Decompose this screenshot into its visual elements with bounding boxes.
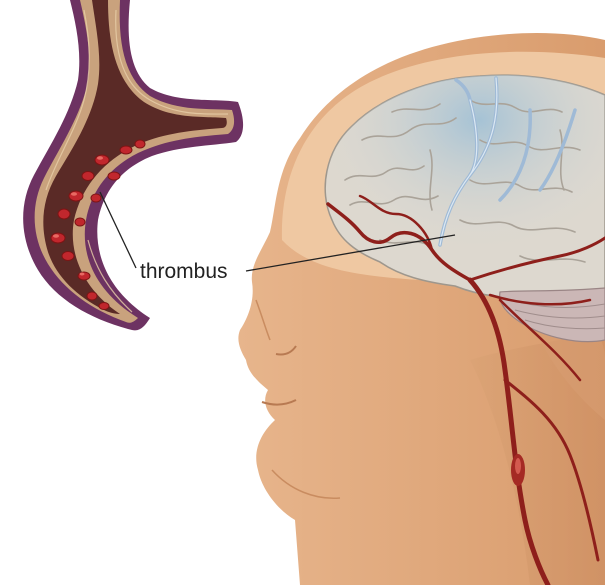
callout-line-inset	[100, 192, 136, 268]
neck-thrombus	[511, 454, 525, 486]
thrombus-label: thrombus	[140, 260, 228, 283]
